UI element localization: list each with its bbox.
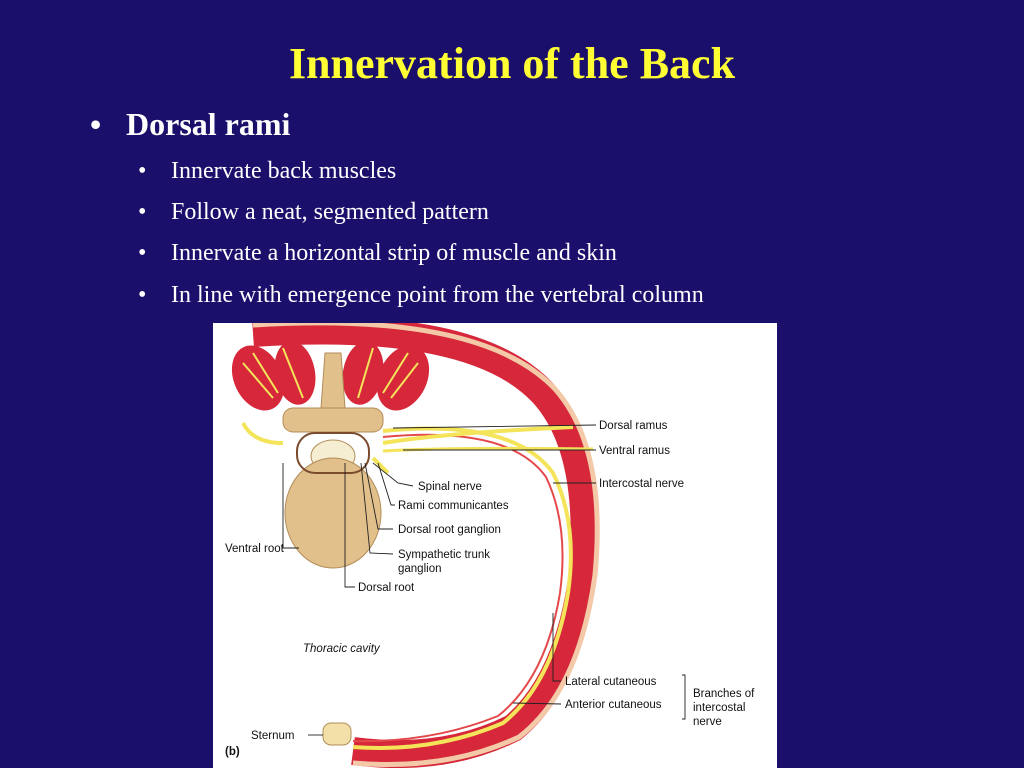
- label-dorsal-ramus: Dorsal ramus: [599, 420, 668, 432]
- label-dorsal-root: Dorsal root: [358, 582, 415, 594]
- subitem: • Follow a neat, segmented pattern: [138, 199, 489, 226]
- subitem: • Innervate back muscles: [138, 158, 397, 185]
- label-lateral-cutaneous: Lateral cutaneous: [565, 676, 657, 688]
- label-ventral-ramus: Ventral ramus: [599, 445, 670, 457]
- bullet-marker: •: [138, 240, 147, 266]
- label-ventral-root: Ventral root: [225, 543, 285, 555]
- subitem-text: Innervate a horizontal strip of muscle a…: [171, 240, 617, 266]
- label-anterior-cutaneous: Anterior cutaneous: [565, 699, 662, 711]
- back-muscles: [231, 341, 430, 411]
- sympathetic-trunk: [371, 456, 390, 475]
- slide-title: Innervation of the Back: [288, 39, 736, 88]
- bullet-marker: •: [138, 158, 147, 184]
- label-sympathetic-trunk: Sympathetic trunk: [398, 549, 490, 561]
- subitem-text: Innervate back muscles: [171, 158, 397, 184]
- vertebra-spinous-process: [320, 352, 346, 409]
- intercostal-nerve: [352, 426, 573, 750]
- bullet-marker: •: [138, 282, 147, 308]
- label-branches-3: nerve: [693, 716, 722, 728]
- label-sympathetic-ganglion: ganglion: [398, 563, 441, 575]
- label-thoracic-cavity: Thoracic cavity: [303, 643, 381, 655]
- label-rami-communicantes: Rami communicantes: [398, 500, 509, 512]
- subitem-text: In line with emergence point from the ve…: [171, 282, 704, 308]
- label-spinal-nerve: Spinal nerve: [418, 481, 482, 493]
- sternum: [322, 722, 352, 746]
- bullet-heading: Dorsal rami: [126, 106, 291, 142]
- body-wall-muscle: [252, 323, 599, 768]
- body-wall-skin: [252, 323, 600, 767]
- anatomy-figure: Dorsal ramus Ventral ramus Intercostal n…: [213, 323, 777, 768]
- anatomy-illustration: Dorsal ramus Ventral ramus Intercostal n…: [225, 323, 755, 768]
- subitem-text: Follow a neat, segmented pattern: [171, 199, 489, 225]
- label-branches-2: intercostal: [693, 702, 745, 714]
- bullet-marker: •: [138, 199, 147, 225]
- subitem: • Innervate a horizontal strip of muscle…: [138, 240, 617, 267]
- subitem: • In line with emergence point from the …: [138, 282, 704, 309]
- dorsal-ramus-nerve: [241, 422, 574, 445]
- label-branches-1: Branches of: [693, 688, 755, 700]
- vertebral-body: [284, 457, 382, 569]
- bullet-marker: •: [90, 106, 102, 142]
- label-sternum: Sternum: [251, 730, 294, 742]
- bullet-dorsal-rami: • Dorsal rami: [90, 106, 291, 143]
- leader-lines: [282, 424, 686, 736]
- label-panel: (b): [225, 746, 240, 758]
- ventral-ramus-nerve: [382, 446, 594, 453]
- dura: [296, 432, 370, 474]
- label-intercostal-nerve: Intercostal nerve: [599, 478, 684, 490]
- label-dorsal-root-ganglion: Dorsal root ganglion: [398, 524, 501, 536]
- vertebral-arch: [282, 407, 384, 433]
